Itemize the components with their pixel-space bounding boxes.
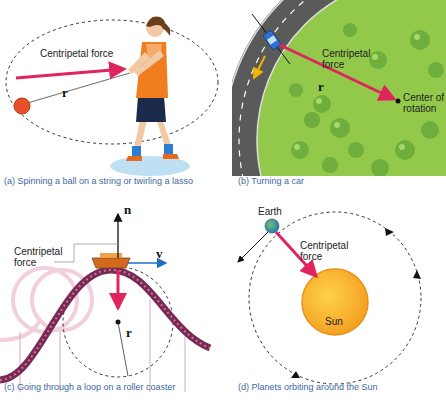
coaster-car (92, 253, 130, 268)
radius-label: r (318, 80, 324, 93)
tree-highlights (294, 144, 300, 150)
panel-b-markings (252, 14, 401, 104)
orbit-arrowhead (291, 371, 300, 378)
velocity-arrow (128, 262, 166, 264)
tree-highlights (316, 98, 322, 104)
trees (330, 118, 350, 138)
athlete-figure (126, 16, 179, 161)
force-label: Centripetal force (300, 240, 358, 262)
panel-d-orbit (238, 212, 421, 384)
trees (289, 83, 303, 97)
sun-label: Sun (325, 316, 343, 327)
athlete-figure (134, 118, 147, 150)
velocity-arrow (254, 56, 265, 78)
athlete-figure (164, 144, 173, 154)
force-label: Centripetal force (40, 48, 113, 59)
track (0, 270, 210, 380)
athlete-figure (163, 154, 179, 159)
orbit-arrowhead (385, 228, 394, 236)
center-label: Center of rotation (403, 92, 446, 114)
center-dot (396, 99, 401, 104)
trees (343, 23, 357, 37)
orbit (249, 212, 421, 384)
panel-caption: (c) Going through a loop on a roller coa… (4, 382, 176, 393)
circular-path (6, 20, 218, 144)
athlete-figure (162, 22, 170, 36)
car (263, 30, 282, 50)
velocity-arrow (238, 232, 268, 262)
tree-highlights (294, 34, 420, 150)
tree-highlights (399, 144, 405, 150)
athlete-figure (134, 50, 164, 76)
athlete-figure (126, 156, 142, 161)
force-label: Centripetal force (322, 48, 380, 70)
tree-highlights (334, 122, 340, 128)
road (240, 0, 446, 176)
normal-arrow (117, 214, 118, 258)
trees (395, 140, 415, 160)
support-posts (20, 300, 185, 392)
tree-highlights (372, 54, 378, 60)
leader-line (54, 244, 118, 262)
panel-caption: (b) Turning a car (238, 176, 304, 187)
support-posts (185, 335, 186, 392)
panel-caption: (a) Spinning a ball on a string or twirl… (4, 176, 193, 187)
tree-highlights (414, 34, 420, 40)
car (267, 35, 277, 45)
force-arrow (16, 69, 124, 78)
panel-a-hammer-throw (6, 16, 218, 176)
earth (265, 219, 279, 233)
velocity-label: v (156, 247, 163, 260)
force-arrow (117, 270, 120, 308)
trees (371, 159, 389, 176)
orbit-arrowhead (413, 270, 421, 279)
radius-label: r (126, 326, 132, 339)
normal-label: n (124, 203, 131, 216)
car (263, 30, 282, 50)
trees (348, 142, 364, 158)
coaster-car (92, 258, 130, 268)
tangent-line (252, 14, 290, 64)
panel-b-turning-car (232, 0, 446, 176)
panel-caption: (d) Planets orbiting around the Sun (238, 382, 378, 393)
trees (322, 157, 338, 173)
force-arrow (280, 45, 394, 99)
grass (257, 0, 446, 176)
trees (369, 51, 387, 69)
athlete-figure (132, 146, 141, 156)
trees (428, 62, 444, 78)
trees (313, 95, 331, 113)
coaster-car (100, 253, 122, 258)
lane-line (239, 0, 446, 176)
radius-label: r (62, 86, 68, 99)
string (24, 73, 130, 104)
sun (302, 269, 368, 335)
force-label: Centripetal force (14, 246, 72, 268)
ball (14, 98, 30, 114)
support-posts (150, 300, 151, 392)
trees (304, 112, 320, 128)
panel-c-roller-coaster (0, 214, 210, 392)
athlete-figure (136, 96, 166, 122)
trees (410, 30, 430, 50)
road-edge (232, 0, 446, 176)
trees (421, 121, 439, 139)
trees (291, 141, 309, 159)
track-ties (0, 270, 210, 380)
planet-label: Earth (258, 206, 282, 217)
